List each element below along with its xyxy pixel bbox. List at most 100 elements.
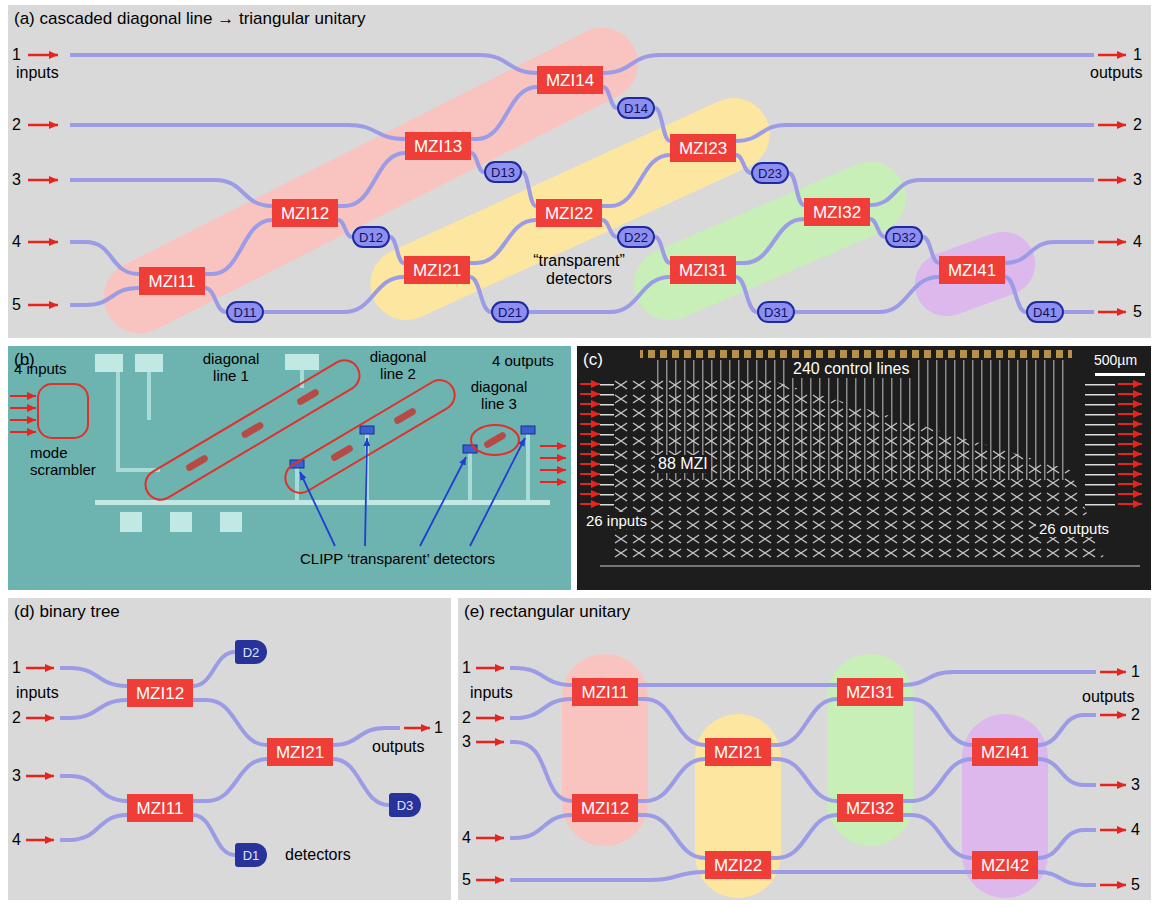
mzi-box: MZI21	[267, 738, 333, 766]
detector-oval: D23	[751, 162, 789, 184]
mzi-label: MZI21	[413, 262, 461, 279]
mzi-label: MZI12	[136, 685, 184, 702]
detector-oval: D21	[491, 301, 529, 323]
mzi-box: MZI13	[405, 132, 471, 160]
detector-label: D23	[758, 167, 782, 180]
mzi-box: MZI12	[272, 199, 338, 227]
detector-label: D22	[624, 231, 648, 244]
mzi-box: MZI11	[572, 678, 638, 706]
annotation-label: 5	[1133, 303, 1142, 321]
detector-label: D11	[234, 306, 257, 319]
mzi-label: MZI41	[981, 744, 1029, 761]
mzi-box: MZI21	[705, 738, 771, 766]
annotation-label: outputs	[1090, 64, 1142, 82]
annotation-label: 1	[462, 659, 471, 677]
annotation-label: mode scrambler	[30, 444, 110, 479]
annotation-label: 3	[462, 733, 471, 751]
detector-label: D14	[624, 102, 648, 115]
annotation-label: 2	[12, 116, 21, 134]
annotation-label: 4	[1131, 821, 1140, 839]
mzi-box: MZI41	[939, 256, 1005, 284]
mzi-box: MZI22	[536, 199, 602, 227]
annotation-label: 4	[12, 233, 21, 251]
detector-label: D32	[892, 231, 916, 244]
annotation-label: diagonal line 3	[466, 378, 532, 413]
detector-label: D41	[1033, 306, 1057, 319]
detector-oval: D12	[352, 226, 390, 248]
annotation-label: 4	[1133, 233, 1142, 251]
mzi-label: MZI31	[679, 262, 727, 279]
annotation-label: 4	[462, 829, 471, 847]
detector-box: D3	[389, 793, 421, 817]
detector-oval: D41	[1026, 301, 1064, 323]
panel-heading: (b)	[8, 346, 571, 374]
annotation-label: inputs	[16, 684, 59, 702]
detector-box: D1	[235, 843, 267, 867]
mzi-box: MZI31	[670, 256, 736, 284]
annotation-label: 26 inputs	[583, 512, 650, 529]
mzi-box: MZI12	[127, 679, 193, 707]
annotation-label: 88 MZI	[655, 455, 711, 473]
annotation-label: 1	[1133, 46, 1142, 64]
annotation-label: 1	[12, 46, 21, 64]
mzi-box: MZI11	[127, 794, 193, 822]
annotation-label: 1	[434, 719, 443, 737]
annotation-label: diagonal line 2	[365, 348, 431, 383]
mzi-box: MZI23	[670, 134, 736, 162]
annotation-label: 3	[12, 171, 21, 189]
annotation-label: 5	[462, 871, 471, 889]
annotation-label: diagonal line 1	[198, 350, 264, 385]
mzi-box: MZI42	[972, 851, 1038, 879]
detector-oval: D11	[226, 301, 264, 323]
detector-oval: D14	[617, 97, 655, 119]
mzi-label: MZI14	[546, 72, 594, 89]
detector-label: D3	[397, 799, 414, 812]
mzi-label: MZI32	[846, 800, 894, 817]
annotation-label: 2	[1131, 706, 1140, 724]
mzi-label: MZI21	[276, 744, 324, 761]
mzi-box: MZI14	[537, 66, 603, 94]
detector-label: D13	[491, 166, 515, 179]
annotation-label: 240 control lines	[790, 360, 913, 378]
annotation-label: CLIPP ‘transparent’ detectors	[300, 550, 495, 567]
mzi-label: MZI31	[846, 684, 894, 701]
mzi-label: MZI23	[679, 140, 727, 157]
detector-oval: D13	[484, 161, 522, 183]
annotation-label: 4 inputs	[14, 360, 67, 377]
panel-heading: (d) binary tree	[8, 598, 451, 626]
detector-box: D2	[235, 640, 267, 664]
mzi-box: MZI32	[837, 794, 903, 822]
mzi-label: MZI11	[137, 800, 184, 817]
annotation-label: 2	[1133, 116, 1142, 134]
figure-panel: (a) cascaded diagonal line → triangular …	[8, 5, 1151, 338]
annotation-label: 3	[12, 767, 21, 785]
mzi-label: MZI22	[714, 857, 762, 874]
annotation-label: 5	[12, 296, 21, 314]
annotation-label: 1	[1131, 663, 1140, 681]
mzi-label: MZI12	[281, 205, 329, 222]
annotation-label: detectors	[285, 846, 351, 864]
detector-label: D2	[243, 646, 260, 659]
detector-oval: D22	[617, 226, 655, 248]
mzi-box: MZI32	[804, 198, 870, 226]
annotation-label: 2	[12, 709, 21, 727]
annotation-label: outputs	[372, 738, 424, 756]
annotation-label: 3	[1131, 776, 1140, 794]
mzi-box: MZI21	[404, 256, 470, 284]
panel-heading: (a) cascaded diagonal line → triangular …	[8, 5, 1151, 33]
mzi-label: MZI13	[414, 138, 462, 155]
mzi-label: MZI21	[714, 744, 762, 761]
mzi-label: MZI12	[581, 800, 629, 817]
mzi-box: MZI41	[972, 738, 1038, 766]
figure-panel: (e) rectangular unitaryMZI11MZI12MZI21MZ…	[458, 598, 1151, 900]
annotation-label: 4 outputs	[492, 352, 554, 369]
annotation-label: “transparent” detectors	[520, 252, 638, 289]
annotation-label: 1	[12, 659, 21, 677]
mzi-box: MZI11	[139, 267, 205, 295]
annotation-label: inputs	[16, 64, 59, 82]
detector-label: D1	[243, 849, 260, 862]
annotation-label: 2	[462, 709, 471, 727]
mzi-label: MZI22	[545, 205, 593, 222]
annotation-label: 5	[1131, 876, 1140, 894]
